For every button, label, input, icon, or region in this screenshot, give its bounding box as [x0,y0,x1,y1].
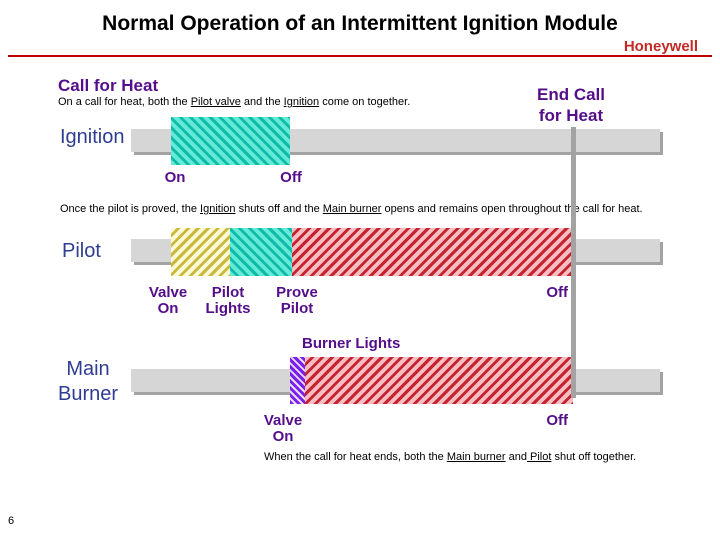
ignition-row-label: Ignition [60,126,125,148]
ignition-off-label: Off [280,169,302,186]
main-burner-label-line2: Burner [57,383,119,405]
pilot-marker-valve-on: Valve On [138,285,198,317]
end-note-mid: and [505,451,527,463]
end-note-main-burner: Main burner [446,451,506,463]
prove-note-mid: shuts off and the [235,203,323,215]
end-note-pilot: Pilot [526,451,552,463]
prove-note-post: opens and remains open throughout the ca… [381,203,643,215]
end-note-post: shut off together. [551,451,637,463]
main-burner-label-line1: Main [66,358,110,380]
ignition-on-label: On [164,169,186,186]
main-burning-segment [305,357,573,404]
end-note-pre: When the call for heat ends, both the [264,451,447,463]
prove-note-main-burner: Main burner [322,203,382,215]
main-marker-valve-on: Valve On [253,413,313,445]
end-call-for-heat-heading: End Call for Heat [515,84,627,126]
pilot-off-label: Off [546,284,568,301]
title-rule [8,55,712,57]
call-note-ignition: Ignition [283,96,320,108]
pilot-lights-segment [230,228,292,276]
pilot-marker-pilot-lights-line2: Lights [205,300,251,317]
main-off-label: Off [546,412,568,429]
call-for-heat-heading: Call for Heat [58,76,159,95]
page-title: Normal Operation of an Intermittent Igni… [102,12,618,35]
pilot-marker-valve-on-line2: On [157,300,179,317]
pilot-marker-pilot-lights: Pilot Lights [198,285,258,317]
pilot-marker-pilot-lights-line1: Pilot [211,284,245,301]
end-call-line1: End Call [536,85,605,104]
pilot-burning-segment [292,228,573,276]
pilot-marker-prove-pilot: Prove Pilot [267,285,327,317]
pilot-marker-prove-pilot-line2: Pilot [280,300,314,317]
call-note-pre: On a call for heat, both the [58,96,191,108]
main-marker-valve-on-line2: On [272,428,294,445]
prove-note: Once the pilot is proved, the Ignition s… [60,203,643,215]
end-note: When the call for heat ends, both the Ma… [264,451,636,463]
call-note-post: come on together. [319,96,411,108]
ignition-on-segment [171,117,290,165]
pilot-marker-prove-pilot-line1: Prove [276,284,318,301]
end-call-line2: for Heat [538,106,604,125]
main-marker-valve-on-line1: Valve [263,412,303,429]
prove-note-ignition: Ignition [200,203,236,215]
prove-note-pre: Once the pilot is proved, the [60,203,201,215]
pilot-marker-valve-on-line1: Valve [148,284,188,301]
call-note-pilot-valve: Pilot valve [190,96,241,108]
end-call-vertical-line [571,127,576,398]
honeywell-logo: Honeywell [623,38,698,55]
burner-lights-label: Burner Lights [302,335,401,352]
pilot-valve-on-segment [171,228,230,276]
page-number: 6 [8,515,15,527]
main-valve-open-segment [290,357,305,404]
call-note-mid: and the [240,96,284,108]
main-burner-row-label: Main Burner [40,357,136,407]
pilot-row-label: Pilot [62,240,101,262]
call-for-heat-note: On a call for heat, both the Pilot valve… [58,96,410,108]
